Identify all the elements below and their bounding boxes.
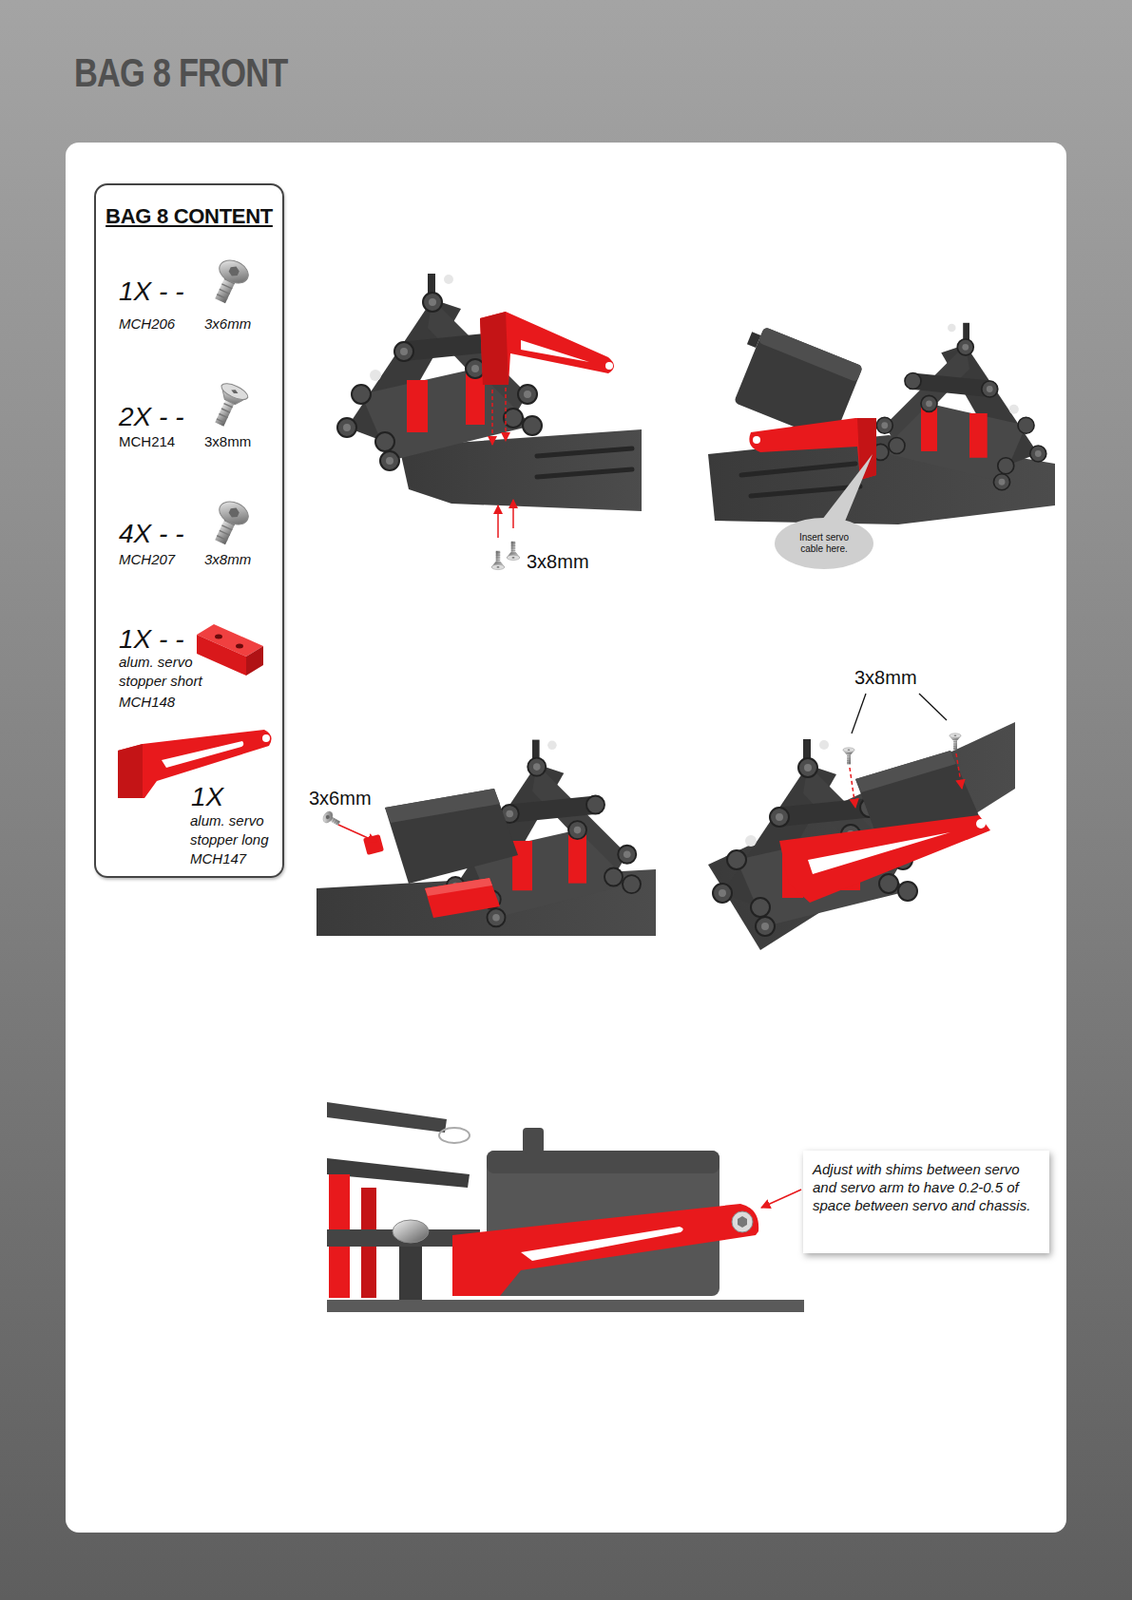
page-title: BAG 8 FRONT — [74, 53, 288, 94]
part-code: MCH206 — [118, 315, 175, 332]
fastener-size: 3x8mm — [526, 551, 590, 573]
fastener-size: 3x6mm — [308, 787, 372, 809]
bubble-text: Insert servo cable here. — [792, 532, 856, 556]
part-size: 3x8mm — [204, 551, 251, 568]
part-quantity: 1X - - — [118, 624, 184, 655]
part-code: MCH148 — [118, 693, 175, 710]
speech-bubble: Insert servo cable here. — [774, 518, 874, 570]
part-code: MCH214 — [118, 433, 175, 450]
part-description: alum. servo stopper short — [118, 652, 222, 691]
part-quantity: 4X - - — [118, 518, 184, 550]
part-code: MCH207 — [118, 551, 175, 568]
part-quantity: 1X - - — [118, 276, 184, 307]
box-heading: BAG 8 CONTENT — [95, 204, 283, 229]
part-size: 3x8mm — [204, 433, 251, 450]
part-quantity: 1X — [191, 782, 224, 813]
part-quantity: 2X - - — [118, 402, 184, 433]
fastener-size: 3x8mm — [854, 667, 918, 689]
contents-box: BAG 8 CONTENT1X - -MCH2063x6mm2X - -MCH2… — [94, 183, 285, 879]
part-code: MCH147 — [190, 850, 247, 867]
part-description: alum. servo stopper long — [190, 811, 282, 850]
bubble-shape — [774, 518, 874, 570]
note-box: Adjust with shims between servo and serv… — [803, 1151, 1050, 1254]
note-text: Adjust with shims between servo and serv… — [812, 1160, 1040, 1215]
part-size: 3x6mm — [204, 315, 251, 332]
